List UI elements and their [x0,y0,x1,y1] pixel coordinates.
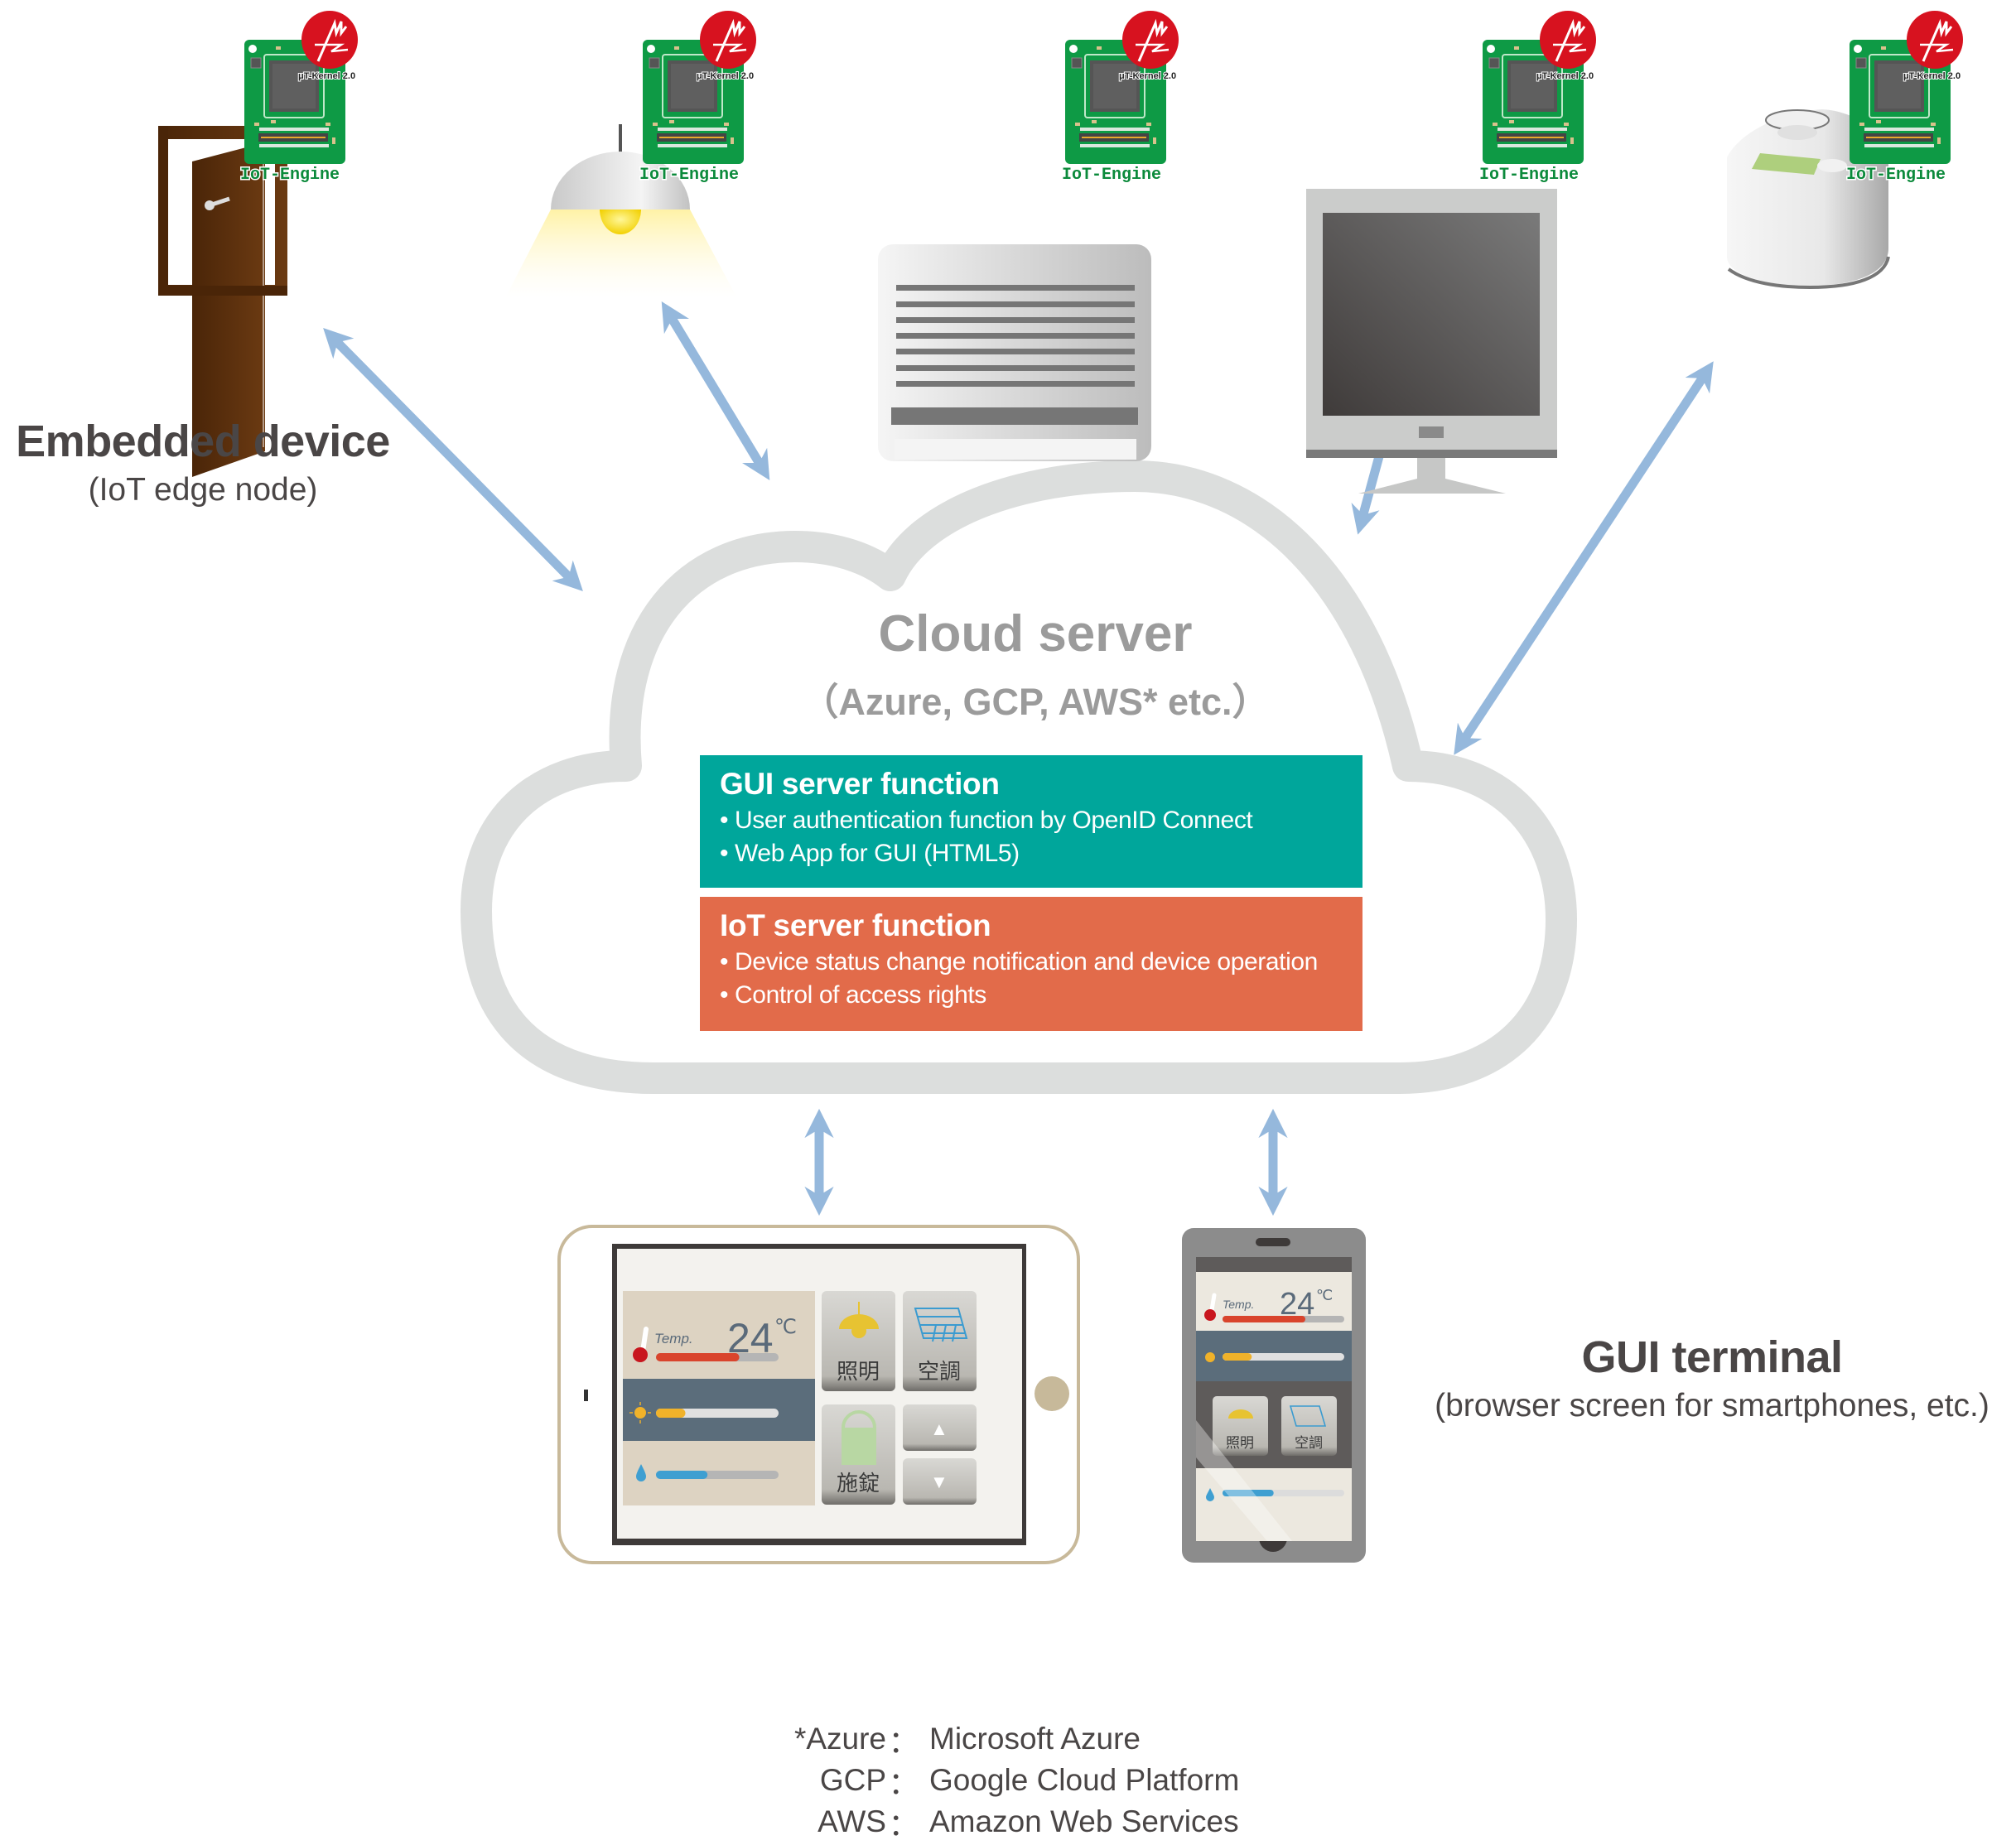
footnote-key: AWS [817,1804,886,1838]
lock-button[interactable]: 施錠 [822,1404,895,1505]
iot-engine-board-cooker: μT-Kernel 2.0 IoT-Engine [1845,9,1965,186]
gui-terminal-label: GUI terminal (browser screen for smartph… [1408,1332,2016,1424]
footnote-row: GCP ： Google Cloud Platform [779,1760,1240,1801]
gui-server-function-box: GUI server function • User authenticatio… [700,755,1362,888]
svg-text:μT-Kernel 2.0: μT-Kernel 2.0 [1536,71,1594,81]
cloud-server-title: Cloud server [878,605,1193,662]
iot-server-function-box: IoT server function • Device status chan… [700,897,1362,1031]
cloud-server-providers: （Azure, GCP, AWS* etc.） [801,681,1270,723]
svg-text:μT-Kernel 2.0: μT-Kernel 2.0 [298,71,355,81]
footnote-row: *Azure ： Microsoft Azure [779,1718,1239,1760]
gui-server-function-item: • User authentication function by OpenID… [720,807,1253,834]
svg-text:空調: 空調 [918,1360,961,1385]
svg-text:Temp.: Temp. [654,1331,693,1346]
iot-server-function-heading: IoT server function [720,908,991,942]
gui-terminal-subtitle: (browser screen for smartphones, etc.) [1435,1388,1989,1423]
light-bar-track [656,1409,779,1418]
lighting-button[interactable]: 照明 [1213,1396,1268,1456]
sun-icon [629,1402,651,1423]
light-bar-fill [656,1409,686,1418]
svg-text:μT-Kernel 2.0: μT-Kernel 2.0 [697,71,754,81]
svg-text:照明: 照明 [837,1360,880,1385]
embedded-device-title: Embedded device [16,417,390,466]
svg-text:▼: ▼ [930,1472,948,1492]
footnote-separator: ： [888,1808,919,1842]
gui-server-function-heading: GUI server function [720,767,1000,801]
svg-text:℃: ℃ [1316,1287,1333,1303]
gui-server-function-item: • Web App for GUI (HTML5) [720,840,1020,867]
screen-glare [1196,1420,1292,1541]
svg-text:IoT-Engine: IoT-Engine [1846,166,1946,185]
footnote-row: AWS ： Amazon Web Services [779,1801,1239,1843]
arrow-lamp-cloud [661,301,770,481]
svg-text:▲: ▲ [930,1419,948,1439]
up-button[interactable]: ▲ [903,1404,977,1451]
svg-text:℃: ℃ [774,1316,797,1338]
iot-engine-board-aircon: μT-Kernel 2.0 IoT-Engine [1061,9,1180,186]
sun-icon [1205,1352,1215,1362]
temperature-bar-fill [1223,1316,1305,1322]
tv-device [1306,189,1557,494]
lighting-button[interactable]: 照明 [822,1291,895,1391]
arrow-cooker-cloud [1454,361,1714,755]
footnote-key: *Azure [793,1722,886,1756]
down-button[interactable]: ▼ [903,1458,977,1505]
svg-text:μT-Kernel 2.0: μT-Kernel 2.0 [1903,71,1961,81]
iot-engine-board-lamp: μT-Kernel 2.0 IoT-Engine [639,9,758,186]
light-bar-track [1223,1353,1344,1361]
footnote-key: GCP [819,1763,886,1797]
aircon-button[interactable]: 空調 [903,1291,977,1391]
iot-server-function-item: • Control of access rights [720,981,986,1009]
svg-text:空調: 空調 [1295,1435,1323,1452]
svg-text:施錠: 施錠 [837,1472,880,1496]
aircon-device [878,244,1151,461]
svg-text:照明: 照明 [1226,1435,1254,1452]
cloud-server-heading: Cloud server （Azure, GCP, AWS* etc.） [779,605,1292,725]
iot-engine-board-door: μT-Kernel 2.0 IoT-Engine [239,9,359,186]
cloud-shape [461,460,1577,1094]
footnote: *Azure ： Microsoft Azure GCP ： Google Cl… [779,1718,1239,1843]
svg-text:IoT-Engine: IoT-Engine [240,166,340,185]
footnote-value: Google Cloud Platform [929,1763,1240,1797]
thermometer-icon [633,1327,649,1362]
arrow-door-cloud [323,327,583,592]
aircon-button[interactable]: 空調 [1281,1396,1337,1456]
tablet-terminal: Temp. 24 ℃ 照明 [557,1225,1080,1564]
light-bar-fill [1223,1353,1252,1361]
svg-text:IoT-Engine: IoT-Engine [639,166,739,185]
iot-server-function-item: • Device status change notification and … [720,948,1318,975]
footnote-value: Microsoft Azure [929,1722,1141,1756]
svg-text:μT-Kernel 2.0: μT-Kernel 2.0 [1119,71,1176,81]
svg-text:IoT-Engine: IoT-Engine [1062,166,1161,185]
thermometer-icon [1204,1293,1217,1321]
svg-text:Temp.: Temp. [1223,1298,1254,1311]
rice-cooker-device [1727,109,1890,290]
water-drop-icon [1206,1488,1214,1501]
humidity-bar-fill [1223,1490,1274,1496]
humidity-bar-fill [656,1471,708,1479]
smartphone-terminal: Temp. 24 ℃ 照明 空調 [1182,1228,1366,1563]
iot-engine-board-tv: μT-Kernel 2.0 IoT-Engine [1478,9,1598,186]
lamp-device [505,124,737,298]
embedded-device-label: Embedded device (IoT edge node) [0,416,406,508]
footnote-separator: ： [888,1766,919,1800]
footnote-value: Amazon Web Services [929,1804,1239,1838]
gui-terminal-title: GUI terminal [1581,1332,1843,1382]
svg-text:IoT-Engine: IoT-Engine [1479,166,1579,185]
embedded-device-subtitle: (IoT edge node) [88,472,318,508]
water-drop-icon [636,1464,646,1481]
tablet-home-button[interactable] [1035,1376,1069,1411]
footnote-separator: ： [888,1725,919,1759]
temperature-bar-fill [656,1353,740,1361]
